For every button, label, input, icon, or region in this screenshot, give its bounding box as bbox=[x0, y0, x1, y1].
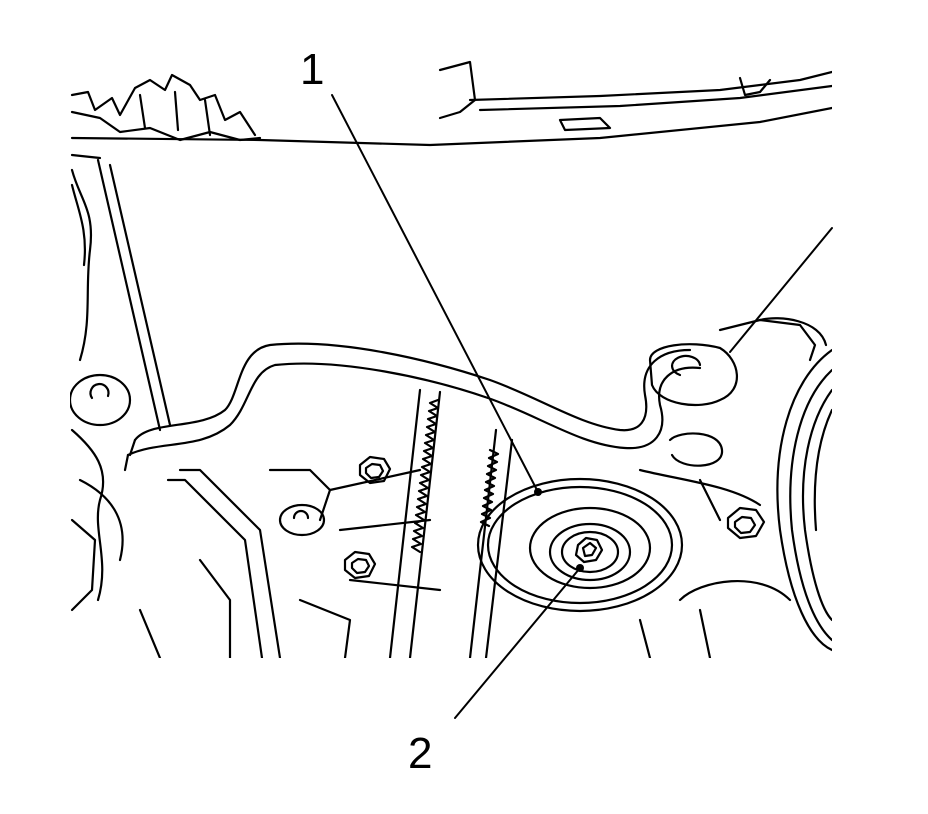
idler-pulley bbox=[476, 477, 684, 613]
callout-label-2: 2 bbox=[408, 729, 433, 778]
toothed-belt bbox=[388, 388, 514, 658]
engine-block-lines bbox=[138, 468, 442, 658]
pulley-bolt-head bbox=[574, 536, 604, 564]
leader-dot-2 bbox=[576, 564, 584, 572]
callout-label-1: 1 bbox=[300, 45, 325, 94]
upper-engine-detail bbox=[70, 60, 832, 142]
leader-line-right bbox=[729, 227, 833, 353]
timing-belt-cover bbox=[70, 106, 832, 472]
right-bracket bbox=[638, 317, 828, 658]
hex-bolts bbox=[343, 455, 766, 580]
leader-dot-1 bbox=[534, 488, 542, 496]
leader-line-2 bbox=[454, 567, 581, 719]
leader-line-1 bbox=[331, 94, 539, 493]
left-mount-bosses bbox=[70, 373, 132, 612]
illustration-body bbox=[70, 60, 832, 658]
crank-pulley bbox=[776, 348, 832, 652]
